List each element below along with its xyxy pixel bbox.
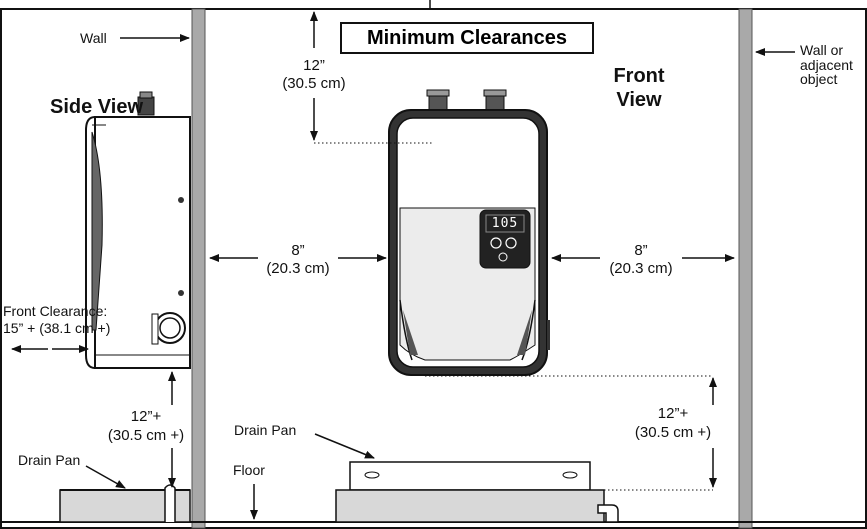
front-view-heater xyxy=(388,89,550,376)
arrow-drain-pan-side xyxy=(85,465,126,489)
side-bottom-clearance-in: 12”+ xyxy=(130,408,162,425)
right-clearance-cm: (20.3 cm) xyxy=(609,260,673,277)
outer-frame xyxy=(0,8,867,529)
right-wall xyxy=(738,8,753,529)
drain-pan-front-label: Drain Pan xyxy=(234,422,297,438)
front-drain-pan xyxy=(335,461,619,523)
left-clearance-in: 8” xyxy=(291,242,305,259)
top-clearance-in: 12” xyxy=(303,57,325,74)
floor-label: Floor xyxy=(233,462,265,478)
drain-pan-side-label: Drain Pan xyxy=(18,452,81,468)
left-clearance-cm: (20.3 cm) xyxy=(266,260,330,277)
bottom-clearance-cm: (30.5 cm +) xyxy=(634,424,712,441)
front-view-heading-line1: Front xyxy=(613,65,665,87)
side-bottom-clearance-cm: (30.5 cm +) xyxy=(107,427,185,444)
wall-or-adjacent-label: Wall or adjacent object xyxy=(800,42,853,88)
front-view-heading-line2: View xyxy=(616,89,662,111)
right-clearance-in: 8” xyxy=(634,242,648,259)
front-clearance-value: 15” + (38.1 cm +) xyxy=(3,320,111,336)
page-title: Minimum Clearances xyxy=(340,22,594,54)
side-drain-pan xyxy=(59,484,191,523)
side-view-heater xyxy=(85,91,191,369)
side-view-heading: Side View xyxy=(50,96,144,118)
wall-label: Wall xyxy=(80,30,107,46)
temperature-display: 105 xyxy=(491,216,519,231)
top-clearance-cm: (30.5 cm) xyxy=(282,75,346,92)
side-wall xyxy=(191,8,206,529)
bottom-clearance-in: 12”+ xyxy=(657,405,689,422)
front-clearance-label: Front Clearance: xyxy=(3,303,108,319)
arrow-drain-pan-front xyxy=(314,433,375,459)
